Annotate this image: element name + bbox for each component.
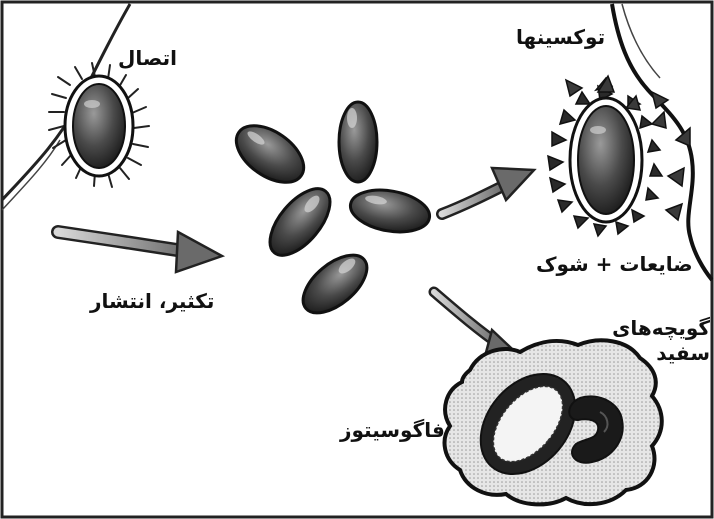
label-white-blood-cells: گویچه‌های سفید [616, 316, 710, 366]
label-phagocytosis: فاگوسیتوز [340, 418, 445, 443]
label-white-blood-cells-line2: سفید [616, 341, 710, 366]
label-attachment: اتصال [118, 46, 177, 71]
bacterium-rod-4 [347, 184, 433, 237]
arrow-to-proliferation [58, 232, 222, 272]
bacterium-rod-2 [339, 102, 377, 182]
attached-bacterium [49, 63, 149, 187]
bacterium-rod-5 [293, 244, 377, 323]
bacterium-rod-3 [259, 179, 341, 266]
toxin-bacterium [548, 76, 690, 236]
label-proliferation-spread: تکثیر، انتشار [90, 289, 214, 314]
label-white-blood-cells-line1: گویچه‌های [616, 316, 710, 341]
proliferating-bacteria [226, 102, 433, 324]
label-toxins: توکسینها [516, 25, 605, 50]
label-damage-shock: ضایعات + شوک [536, 252, 693, 277]
bacterium-rod-1 [226, 114, 313, 194]
arrow-to-toxins [442, 168, 534, 214]
